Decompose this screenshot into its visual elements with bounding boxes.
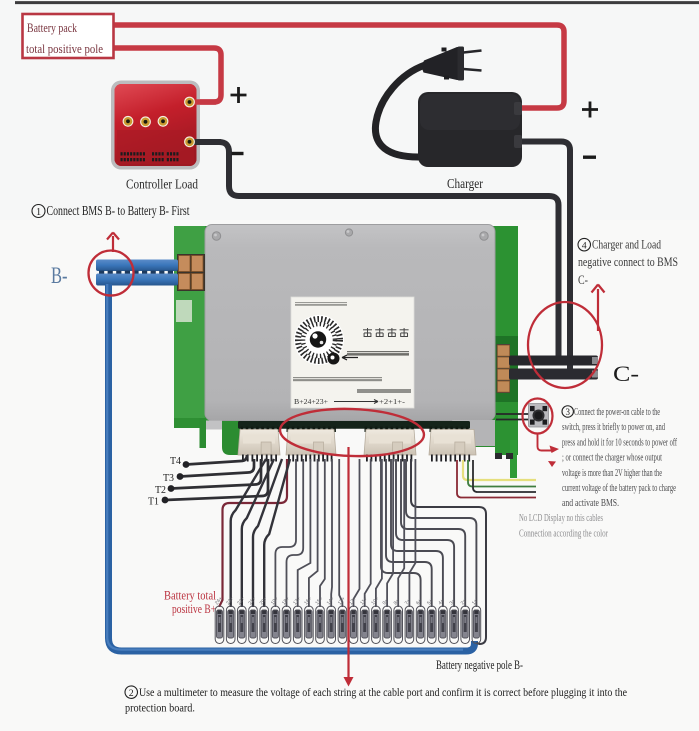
svg-text:T2: T2 <box>155 485 166 496</box>
svg-text:Battery total: Battery total <box>164 589 216 603</box>
svg-text:15+: 15+ <box>314 596 324 606</box>
svg-text:Connect BMS B- to Battery B- F: Connect BMS B- to Battery B- First <box>47 203 190 218</box>
svg-text:Charger and Load: Charger and Load <box>592 238 662 252</box>
svg-text:18+: 18+ <box>281 596 291 606</box>
svg-text:19+: 19+ <box>270 596 280 606</box>
svg-text:16+: 16+ <box>303 596 313 606</box>
svg-text:12+: 12+ <box>348 596 358 606</box>
svg-text:No LCD Display no this cables: No LCD Display no this cables <box>519 512 603 524</box>
svg-text:7+: 7+ <box>404 598 412 606</box>
svg-text:8+: 8+ <box>393 598 401 606</box>
svg-text:negative connect to BMS: negative connect to BMS <box>578 255 678 269</box>
svg-text:4: 4 <box>582 241 587 252</box>
svg-text:3+: 3+ <box>449 598 457 606</box>
svg-text:Battery negative pole B-: Battery negative pole B- <box>436 658 523 672</box>
svg-text:5+: 5+ <box>426 598 434 606</box>
svg-text:total positive pole: total positive pole <box>26 42 103 56</box>
svg-text:1+: 1+ <box>471 598 479 606</box>
svg-text:4+: 4+ <box>437 598 445 606</box>
svg-text:T1: T1 <box>148 497 159 508</box>
svg-text:and activate BMS.: and activate BMS. <box>562 497 619 509</box>
svg-text:Battery pack: Battery pack <box>27 21 78 35</box>
svg-text:+2+1+-: +2+1+- <box>379 398 406 406</box>
svg-text:20+: 20+ <box>259 596 269 606</box>
svg-text:23+: 23+ <box>225 596 235 606</box>
svg-text:Use a multimeter to measure th: Use a multimeter to measure the voltage … <box>139 685 627 699</box>
svg-text:voltage is more than 2V higher: voltage is more than 2V higher than the <box>562 467 662 479</box>
svg-text:; or connect the charger whose: ; or connect the charger whose output <box>562 452 662 464</box>
svg-text:14+: 14+ <box>326 596 336 606</box>
svg-text:6+: 6+ <box>415 598 423 606</box>
svg-text:C-: C- <box>613 361 639 386</box>
svg-text:1: 1 <box>36 207 41 218</box>
svg-text:17+: 17+ <box>292 596 302 606</box>
svg-text:3: 3 <box>565 407 570 417</box>
svg-text:press and hold it for 10 secon: press and hold it for 10 seconds to powe… <box>562 436 677 448</box>
svg-text:current voltage of the battery: current voltage of the battery pack to c… <box>562 482 676 494</box>
svg-text:Connect the power-on cable to: Connect the power-on cable to the <box>574 406 660 418</box>
svg-text:Connection according the color: Connection according the color <box>519 528 608 540</box>
svg-text:11+: 11+ <box>359 596 369 606</box>
svg-text:Controller Load: Controller Load <box>126 178 198 193</box>
svg-text:2+: 2+ <box>460 598 468 606</box>
svg-text:24+: 24+ <box>214 596 224 606</box>
svg-text:protection board.: protection board. <box>125 701 195 715</box>
svg-text:positive B+: positive B+ <box>172 602 216 616</box>
svg-text:switch, press it briefly to po: switch, press it briefly to power on, an… <box>562 421 665 433</box>
svg-text:21+: 21+ <box>247 596 257 606</box>
svg-text:22+: 22+ <box>236 596 246 606</box>
svg-text:Charger: Charger <box>447 176 483 191</box>
svg-text:9+: 9+ <box>382 598 390 606</box>
svg-text:B-: B- <box>51 263 68 289</box>
svg-text:10+: 10+ <box>370 596 380 606</box>
svg-text:2: 2 <box>129 688 134 699</box>
svg-text:C-: C- <box>578 273 588 287</box>
svg-text:B+24+23+: B+24+23+ <box>294 398 328 406</box>
svg-text:13+: 13+ <box>337 596 347 606</box>
svg-text:T4: T4 <box>170 456 182 467</box>
svg-text:T3: T3 <box>163 473 174 484</box>
